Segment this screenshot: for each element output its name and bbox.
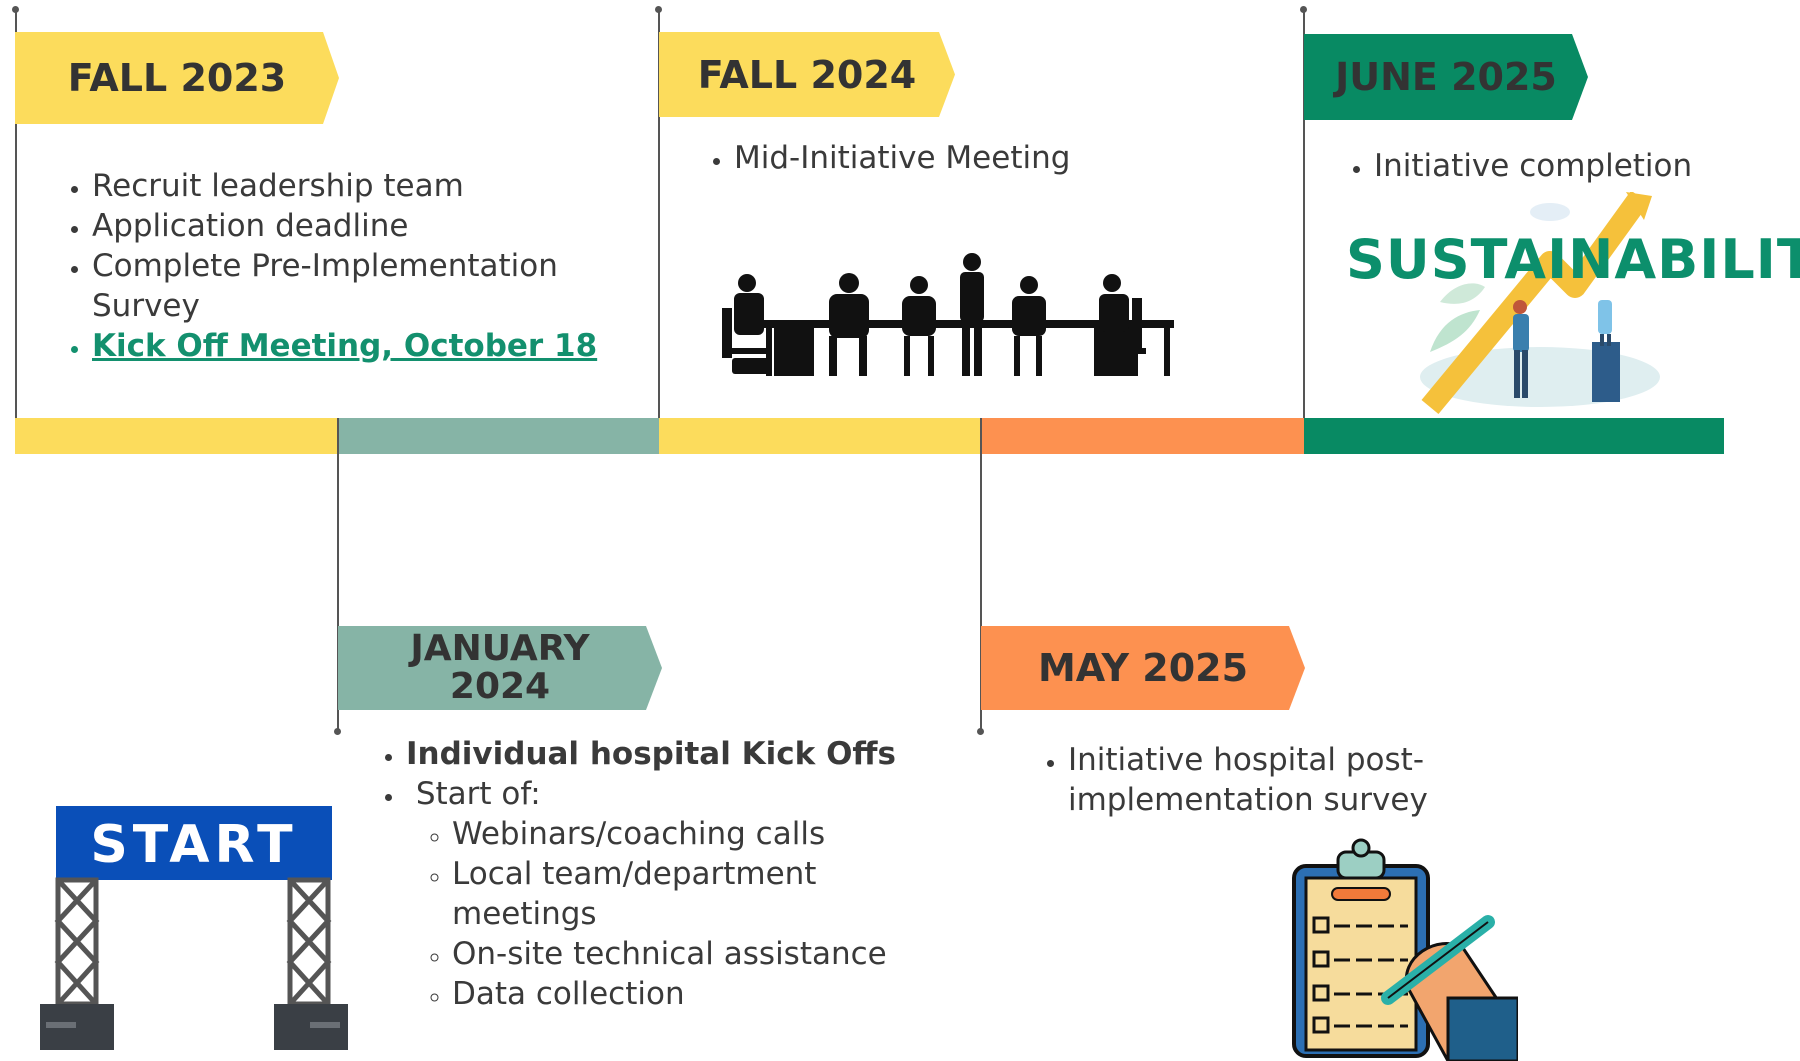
- fall-2023-list: Recruit leadership team Application dead…: [54, 166, 652, 366]
- timeline-segment-june-2025: [1304, 418, 1724, 454]
- phase-label-fall-2024: FALL 2024: [659, 32, 955, 117]
- phase-label-line: 2024: [449, 666, 551, 707]
- fall-2024-list: Mid-Initiative Meeting: [696, 138, 1234, 178]
- start-sign-label: START: [90, 815, 298, 875]
- clipboard-checklist-icon: [1292, 838, 1518, 1061]
- sustainability-label: SUSTAINABILITY: [1346, 228, 1800, 291]
- phase-label-january-2024: JANUARY 2024: [338, 626, 662, 710]
- list-item: Initiative hospital post-implementation …: [1068, 740, 1488, 820]
- connector-dot: [334, 728, 341, 735]
- list-item: Complete Pre-Implementation Survey: [92, 246, 652, 326]
- january-2024-list: Individual hospital Kick Offs Start of: …: [368, 734, 1006, 1014]
- sustainability-illustration: [1420, 192, 1660, 414]
- timeline-tick: [337, 418, 339, 454]
- connector-fall-2023: [15, 8, 17, 452]
- timeline-segment-may-2025: [981, 418, 1304, 454]
- connector-dot: [12, 6, 19, 13]
- june-2025-list: Initiative completion: [1336, 146, 1800, 186]
- may-2025-list: Initiative hospital post-implementation …: [1030, 740, 1488, 820]
- kickoff-meeting-link[interactable]: Kick Off Meeting, October 18: [92, 328, 598, 364]
- list-item: Mid-Initiative Meeting: [734, 138, 1234, 178]
- list-item: Initiative completion: [1374, 146, 1800, 186]
- sub-list-item: Data collection: [452, 974, 1006, 1014]
- list-item-label: Start of:: [406, 776, 541, 812]
- phase-label-june-2025: JUNE 2025: [1304, 34, 1588, 120]
- list-item: Application deadline: [92, 206, 652, 246]
- connector-may-2025: [980, 420, 982, 732]
- phase-label-line: JANUARY: [410, 628, 590, 669]
- connector-june-2025: [1303, 8, 1305, 452]
- connector-dot: [1300, 6, 1307, 13]
- list-item: Recruit leadership team: [92, 166, 652, 206]
- list-item: Start of: Webinars/coaching calls Local …: [406, 774, 1006, 1014]
- connector-dot: [655, 6, 662, 13]
- sub-list-item: Webinars/coaching calls: [452, 814, 1006, 854]
- meeting-silhouette-icon: [722, 253, 1174, 376]
- connector-january-2024: [337, 420, 339, 732]
- sub-list-item: On-site technical assistance: [452, 934, 1006, 974]
- list-item-kickoff: Kick Off Meeting, October 18: [92, 326, 652, 366]
- start-sign-icon: [40, 806, 348, 1050]
- timeline-segment-january-2024: [338, 418, 659, 454]
- connector-fall-2024: [658, 8, 660, 452]
- connector-dot: [977, 728, 984, 735]
- list-item: Individual hospital Kick Offs: [406, 734, 1006, 774]
- timeline-segment-fall-2023: [15, 418, 338, 454]
- timeline-tick: [980, 418, 982, 454]
- timeline-segment-fall-2024: [659, 418, 981, 454]
- sub-list-item: Local team/department meetings: [452, 854, 852, 934]
- phase-label-fall-2023: FALL 2023: [15, 32, 339, 124]
- phase-label-may-2025: MAY 2025: [981, 626, 1305, 710]
- january-2024-sublist: Webinars/coaching calls Local team/depar…: [406, 814, 1006, 1014]
